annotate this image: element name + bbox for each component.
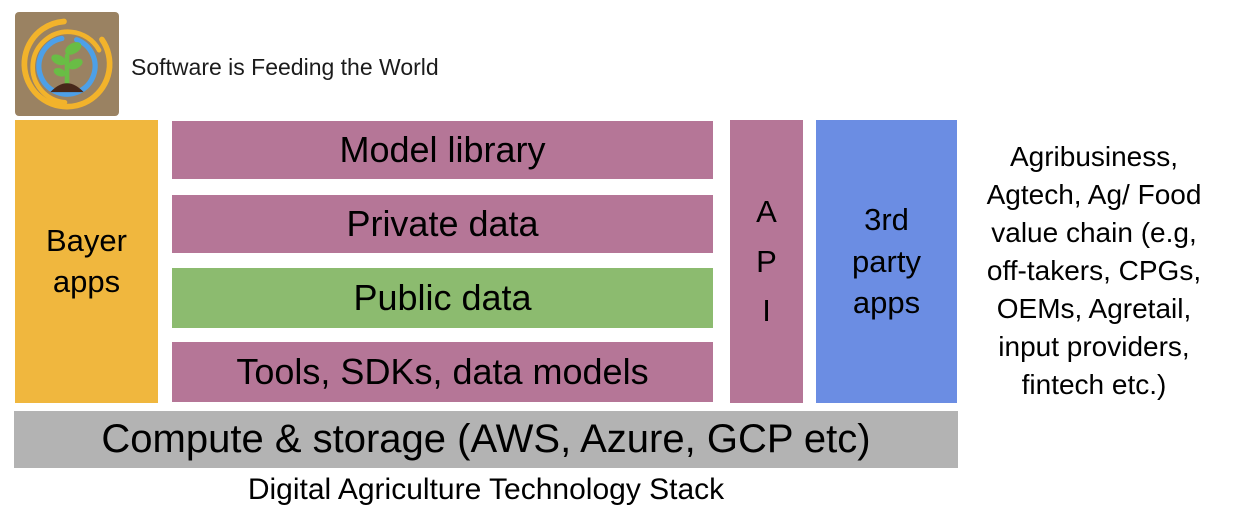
layer-model-library: Model library	[172, 121, 713, 179]
diagram-caption: Digital Agriculture Technology Stack	[247, 473, 725, 506]
layer-private-data: Private data	[172, 195, 713, 253]
layer-tools-sdks: Tools, SDKs, data models	[172, 342, 713, 402]
sprout-in-swirl-icon	[15, 12, 119, 116]
api-block: A P I	[730, 120, 803, 403]
ecosystem-note: Agribusiness, Agtech, Ag/ Food value cha…	[986, 141, 1202, 401]
bayer-apps-block: Bayer apps	[15, 120, 158, 403]
layer-public-data: Public data	[172, 268, 713, 328]
tagline-text: Software is Feeding the World	[131, 54, 439, 80]
company-logo	[15, 12, 119, 116]
compute-storage-bar: Compute & storage (AWS, Azure, GCP etc)	[14, 411, 958, 468]
third-party-apps-block: 3rd party apps	[816, 120, 957, 403]
